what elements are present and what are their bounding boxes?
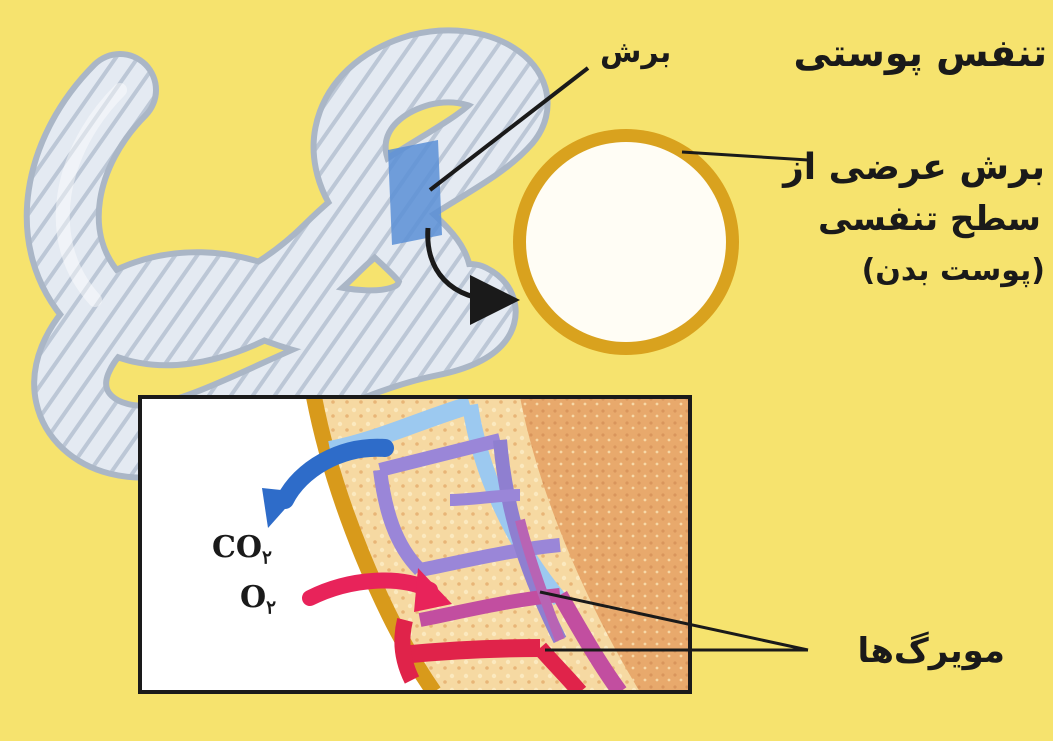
cut-plane-marker [388, 140, 442, 245]
cross-section-ring [513, 129, 739, 355]
co2-label: CO۲ [212, 530, 272, 569]
o2-label: O۲ [240, 580, 276, 619]
o2-label-base: O [240, 580, 266, 615]
title-label: تنفس پوستی [794, 30, 1048, 78]
co2-label-subscript: ۲ [262, 548, 272, 569]
cross-section-label-line3: (پوست بدن) [862, 252, 1045, 290]
cross-section-label-line2: سطح تنفسی [818, 198, 1041, 241]
o2-label-subscript: ۲ [266, 598, 276, 619]
cross-section-label-line1: برش عرضی از [783, 145, 1045, 190]
capillaries-label: مویرگ‌ها [858, 630, 1005, 673]
cut-label: برش [600, 34, 671, 72]
co2-label-base: CO [212, 530, 262, 565]
